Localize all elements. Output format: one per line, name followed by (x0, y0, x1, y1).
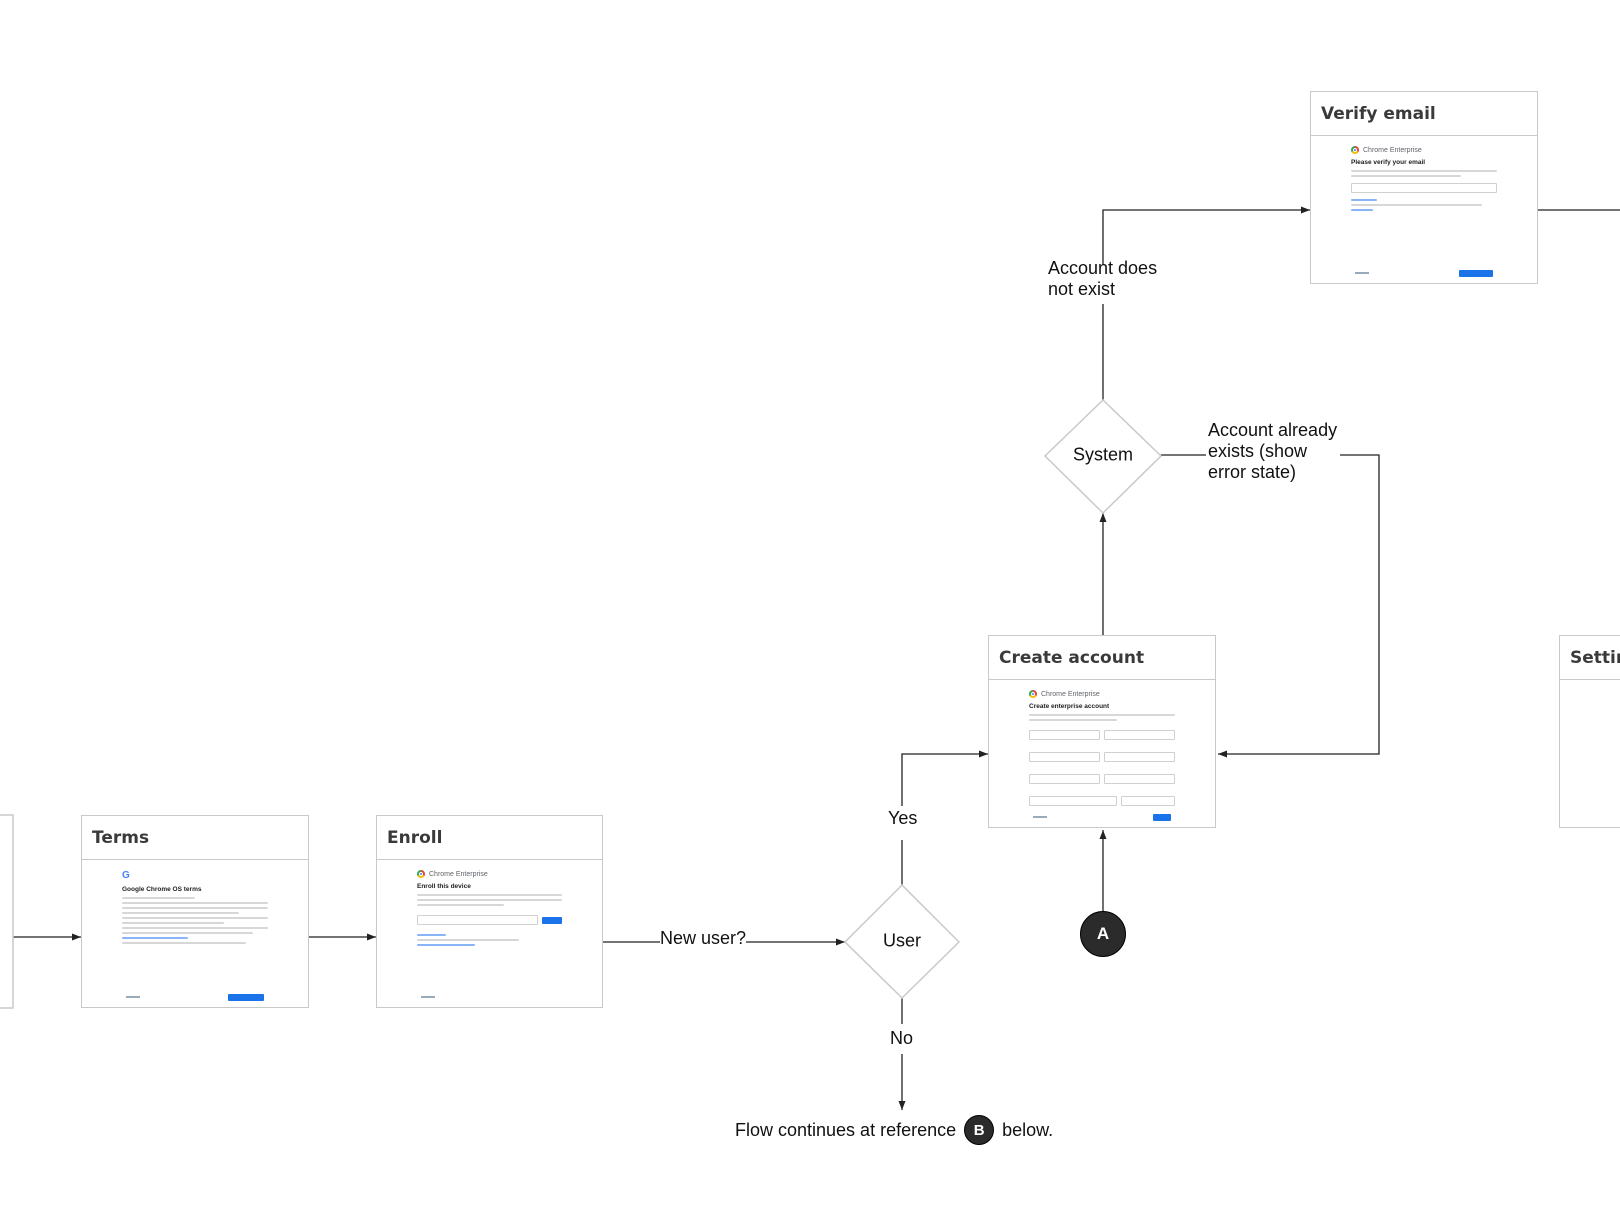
verify-email-screen-title: Verify email (1321, 103, 1436, 124)
edge-label-account-exists: Account already exists (show error state… (1208, 420, 1337, 483)
password-field[interactable] (1029, 774, 1100, 784)
decision-system-label: System (1072, 444, 1134, 465)
last-name-field[interactable] (1104, 730, 1175, 740)
verify-email-brand: Chrome Enterprise (1363, 146, 1422, 154)
phone-field[interactable] (1104, 752, 1175, 762)
next-button[interactable] (1153, 814, 1171, 821)
chrome-logo-icon (1029, 690, 1037, 698)
terms-screen-title: Terms (92, 827, 150, 848)
decision-user-diamond (843, 883, 961, 1000)
reference-a-label: A (1096, 924, 1110, 943)
chrome-logo-icon (1351, 146, 1359, 154)
edge-label-account-not-exist: Account does not exist (1048, 258, 1157, 300)
decision-system-diamond (1043, 398, 1163, 515)
enroll-screen-title: Enroll (387, 827, 443, 848)
enroll-next-button[interactable] (542, 916, 562, 924)
create-account-brand: Chrome Enterprise (1041, 690, 1100, 698)
edge-label-no: No (890, 1028, 914, 1048)
back-link[interactable] (1355, 272, 1369, 274)
edge-label-account-not-exist-line1: Account does (1048, 258, 1158, 278)
confirm-password-field[interactable] (1104, 774, 1175, 784)
business-email-field[interactable] (1029, 752, 1100, 762)
enroll-email-field[interactable] (417, 915, 538, 925)
create-account-content-title: Create enterprise account (1029, 703, 1110, 710)
settings-screen-title: Setting (1570, 647, 1620, 668)
verification-code-field[interactable] (1351, 183, 1497, 193)
create-account-screen: Create account Chrome Enterprise Create … (988, 635, 1216, 828)
previous-screen-partial (0, 814, 14, 1009)
edge-label-account-not-exist-line2: not exist (1048, 279, 1116, 299)
create-account-screen-title: Create account (999, 647, 1145, 668)
edge-label-account-exists-line3: error state) (1208, 462, 1297, 482)
country-select[interactable] (1121, 796, 1175, 806)
terms-screen: Terms G Google Chrome OS terms (81, 815, 309, 1008)
flow-continues-text: Flow continues at reference (735, 1119, 957, 1140)
enroll-brand: Chrome Enterprise (429, 870, 488, 878)
edge-user-yes (901, 754, 988, 885)
edge-label-yes: Yes (888, 808, 918, 828)
google-g-icon: G (122, 870, 130, 881)
verify-button[interactable] (1459, 270, 1493, 277)
back-link[interactable] (421, 996, 435, 998)
edge-system-exists (1161, 454, 1380, 754)
business-name-field[interactable] (1029, 796, 1118, 806)
flow-continues-after: below. (1002, 1119, 1054, 1140)
verify-email-screen: Verify email Chrome Enterprise Please ve… (1310, 91, 1538, 284)
decision-user-label: User (882, 930, 922, 951)
edge-system-not-exist (1102, 210, 1310, 400)
enroll-screen: Enroll Chrome Enterprise Enroll this dev… (376, 815, 603, 1008)
verify-email-content-title: Please verify your email (1351, 159, 1426, 166)
settings-screen: Setting (1559, 635, 1620, 828)
accept-button[interactable] (228, 994, 264, 1001)
enroll-content-title: Enroll this device (417, 883, 471, 890)
edge-label-new-user: New user? (660, 928, 747, 948)
terms-content-title: Google Chrome OS terms (122, 886, 202, 893)
first-name-field[interactable] (1029, 730, 1100, 740)
back-link[interactable] (1033, 816, 1047, 818)
reference-a-circle: A (1080, 911, 1126, 957)
reference-b-circle: B (964, 1115, 995, 1145)
reference-b-label: B (973, 1121, 985, 1139)
edge-label-account-exists-line2: exists (show (1208, 441, 1308, 461)
chrome-logo-icon (417, 870, 425, 878)
back-link[interactable] (126, 996, 140, 998)
flow-continues-note: Flow continues at reference B below. (735, 1115, 1053, 1145)
edge-label-account-exists-line1: Account already (1208, 420, 1338, 440)
